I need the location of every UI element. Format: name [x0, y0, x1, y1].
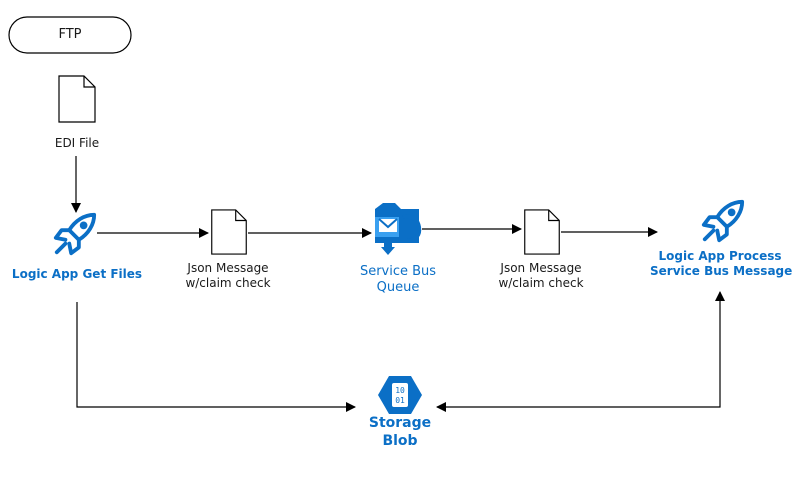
- service-bus-queue-label: Service Bus Queue: [348, 264, 448, 297]
- logic-app-process-label: Logic App Process Service Bus Message: [650, 249, 793, 279]
- edi-file-label: EDI File: [54, 136, 100, 150]
- logic-app-process-line-2: Service Bus Message: [650, 264, 793, 278]
- logic-app-process-line-1: Logic App Process: [658, 249, 782, 263]
- document-icon: [211, 209, 247, 255]
- arrow-blob-logic-app-process: [436, 291, 725, 412]
- json-message-line-2: w/claim check: [498, 276, 584, 290]
- service-bus-line-1: Service Bus: [359, 264, 437, 279]
- ftp-label: FTP: [58, 27, 82, 42]
- blob-icon-bits-1: 10: [395, 386, 405, 395]
- logic-app-get-files-label: Logic App Get Files: [11, 267, 143, 281]
- service-bus-icon: [375, 203, 422, 255]
- storage-blob-icon: 10 01: [378, 376, 422, 414]
- json-message-line-1: Json Message: [500, 261, 582, 275]
- connectors: [71, 156, 725, 412]
- json-message-line-1: Json Message: [187, 261, 269, 275]
- arrow-logic-app-to-blob: [76, 302, 356, 412]
- logic-app-rocket-icon: [704, 202, 742, 240]
- storage-blob-label: Storage Blob: [358, 415, 442, 450]
- document-icon: [58, 75, 96, 123]
- ftp-node: [8, 16, 132, 54]
- logic-app-rocket-icon: [53, 212, 97, 256]
- json-message-label-2: Json Message w/claim check: [481, 261, 601, 291]
- blob-icon-bits-2: 01: [395, 396, 405, 405]
- storage-blob-line-2: Blob: [382, 432, 418, 449]
- storage-blob-line-1: Storage: [368, 415, 432, 431]
- service-bus-line-2: Queue: [376, 280, 420, 296]
- json-message-label-1: Json Message w/claim check: [168, 261, 288, 291]
- document-icon: [524, 209, 560, 255]
- json-message-line-2: w/claim check: [185, 276, 271, 290]
